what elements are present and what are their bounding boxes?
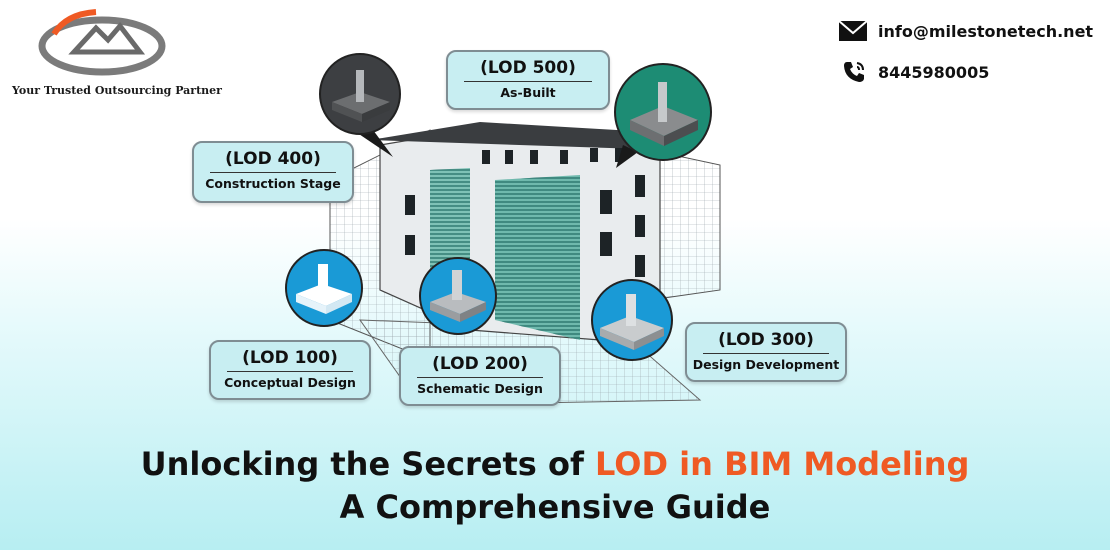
lod-100-label: (LOD 100) Conceptual Design bbox=[209, 340, 371, 400]
phone-icon bbox=[842, 60, 866, 88]
lod-200-callout bbox=[414, 254, 504, 348]
divider bbox=[702, 353, 830, 354]
lod-400-callout bbox=[608, 60, 718, 174]
lod-stage: Construction Stage bbox=[205, 176, 341, 191]
lod-100-callout bbox=[282, 246, 372, 340]
lod-500-label: (LOD 500) As-Built bbox=[446, 50, 610, 110]
lod-code: (LOD 300) bbox=[718, 330, 814, 350]
lod-300-label: (LOD 300) Design Development bbox=[685, 322, 847, 382]
lod-500-callout bbox=[318, 52, 408, 166]
divider bbox=[226, 371, 354, 372]
lod-code: (LOD 200) bbox=[432, 354, 528, 374]
lod-stage: As-Built bbox=[500, 85, 556, 100]
headline-line-2: A Comprehensive Guide bbox=[339, 488, 771, 526]
contact-email[interactable]: info@milestonetech.net bbox=[878, 22, 1094, 41]
headline-highlight: LOD in BIM Modeling bbox=[595, 445, 970, 483]
lod-code: (LOD 500) bbox=[480, 58, 576, 78]
mail-icon bbox=[838, 20, 868, 46]
lod-code: (LOD 400) bbox=[225, 149, 321, 169]
divider bbox=[416, 377, 544, 378]
divider bbox=[209, 172, 337, 173]
divider bbox=[464, 81, 592, 82]
lod-code: (LOD 100) bbox=[242, 348, 338, 368]
company-logo bbox=[36, 6, 168, 78]
lod-stage: Schematic Design bbox=[417, 381, 543, 396]
lod-stage: Conceptual Design bbox=[224, 375, 356, 390]
lod-300-callout bbox=[588, 278, 678, 372]
lod-stage: Design Development bbox=[692, 357, 840, 372]
lod-400-label: (LOD 400) Construction Stage bbox=[192, 141, 354, 203]
lod-200-label: (LOD 200) Schematic Design bbox=[399, 346, 561, 406]
headline-line-1: Unlocking the Secrets of LOD in BIM Mode… bbox=[0, 445, 1110, 483]
contact-phone[interactable]: 8445980005 bbox=[878, 63, 990, 82]
headline-prefix: Unlocking the Secrets of bbox=[140, 445, 596, 483]
company-tagline: Your Trusted Outsourcing Partner bbox=[12, 84, 222, 97]
